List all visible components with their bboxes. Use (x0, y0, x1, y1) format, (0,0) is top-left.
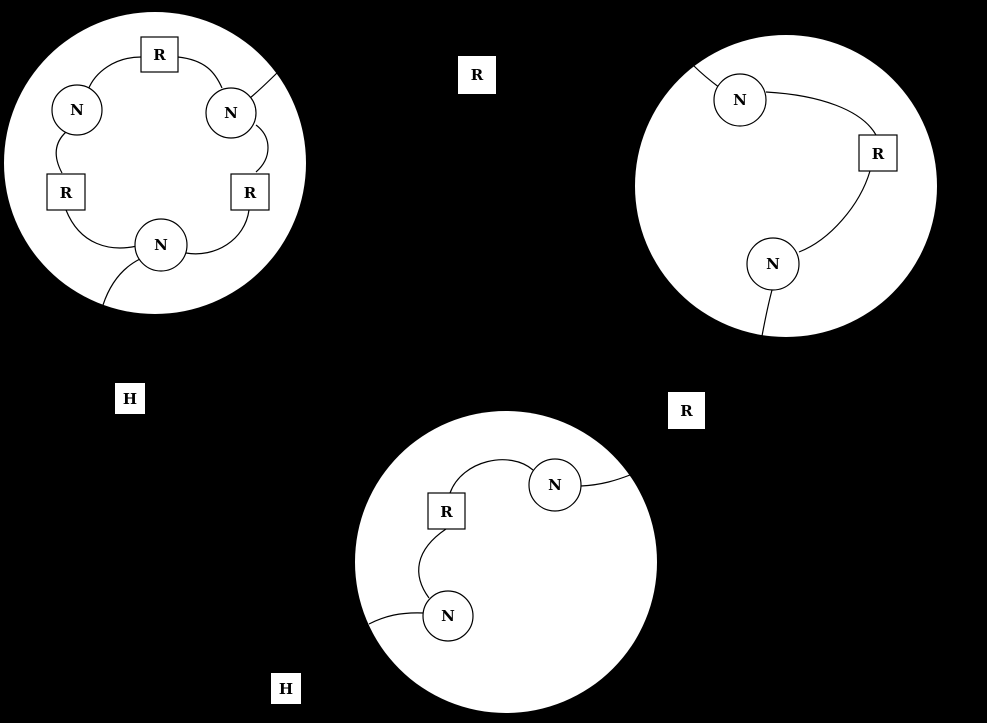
link (761, 289, 773, 337)
node-circle (528, 458, 582, 512)
link (255, 124, 269, 173)
link (798, 170, 871, 253)
node-label: N (733, 91, 747, 109)
node-circle (713, 73, 767, 127)
cluster-bottom: N R N (422, 458, 582, 642)
node-circle (134, 218, 188, 272)
cluster-top-right: N R N (713, 73, 898, 291)
cluster-region-top-right (635, 35, 937, 337)
free-router-label: R (471, 66, 484, 84)
router-label: R (244, 184, 257, 202)
node-circle (422, 590, 474, 642)
router-box (858, 134, 898, 172)
free-labels: R R H H (115, 56, 705, 704)
node-label: N (70, 101, 84, 119)
link (765, 91, 877, 136)
node-circle (746, 237, 800, 291)
router-label: R (153, 46, 166, 64)
host-box (271, 673, 301, 704)
cluster-region-bottom (355, 411, 657, 713)
cluster-top-left: R N N R R N (46, 36, 270, 272)
router-box (427, 492, 466, 530)
node-circle (205, 87, 257, 139)
node-label: N (441, 607, 455, 625)
host-label: H (279, 680, 293, 698)
router-label: R (872, 145, 885, 163)
free-router-label: R (680, 402, 693, 420)
router-label: R (440, 503, 453, 521)
node-label: N (548, 476, 562, 494)
node-label: N (766, 255, 780, 273)
link (65, 209, 138, 249)
link (249, 65, 285, 99)
link (418, 528, 447, 599)
host-box (115, 383, 145, 414)
node-circle (51, 84, 103, 136)
router-box (140, 36, 179, 73)
node-label: N (154, 236, 168, 254)
link (87, 56, 142, 91)
link (185, 209, 250, 255)
link (449, 459, 534, 494)
link (102, 258, 141, 306)
router-label: R (60, 184, 73, 202)
link (177, 56, 223, 89)
link (55, 131, 67, 174)
host-label: H (123, 390, 137, 408)
node-label: N (224, 104, 238, 122)
link (368, 612, 425, 625)
free-router-box (458, 56, 496, 94)
free-router-box (668, 392, 705, 429)
router-box (46, 173, 86, 211)
link (580, 474, 631, 487)
router-box (230, 173, 270, 211)
